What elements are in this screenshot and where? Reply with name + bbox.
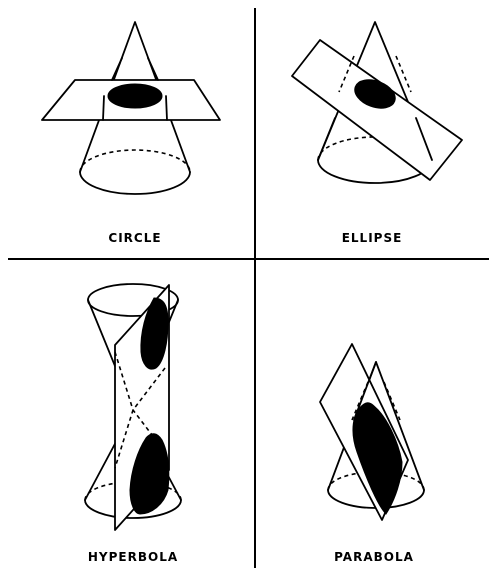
ellipse-panel: ELLIPSE xyxy=(292,22,462,245)
hyperbola-label: HYPERBOLA xyxy=(88,550,178,564)
parabola-panel: PARABOLA xyxy=(320,344,424,564)
ellipse-label: ELLIPSE xyxy=(342,231,403,245)
circle-panel: CIRCLE xyxy=(42,22,220,245)
circle-cone-base-front xyxy=(80,172,190,194)
circle-cone-base-back xyxy=(80,150,190,172)
parabola-section xyxy=(353,403,402,514)
hyperbola-panel: HYPERBOLA xyxy=(85,284,181,564)
circle-section xyxy=(108,84,162,108)
circle-label: CIRCLE xyxy=(108,231,161,245)
circle-cone-above-plane xyxy=(112,58,158,80)
parabola-label: PARABOLA xyxy=(334,550,414,564)
